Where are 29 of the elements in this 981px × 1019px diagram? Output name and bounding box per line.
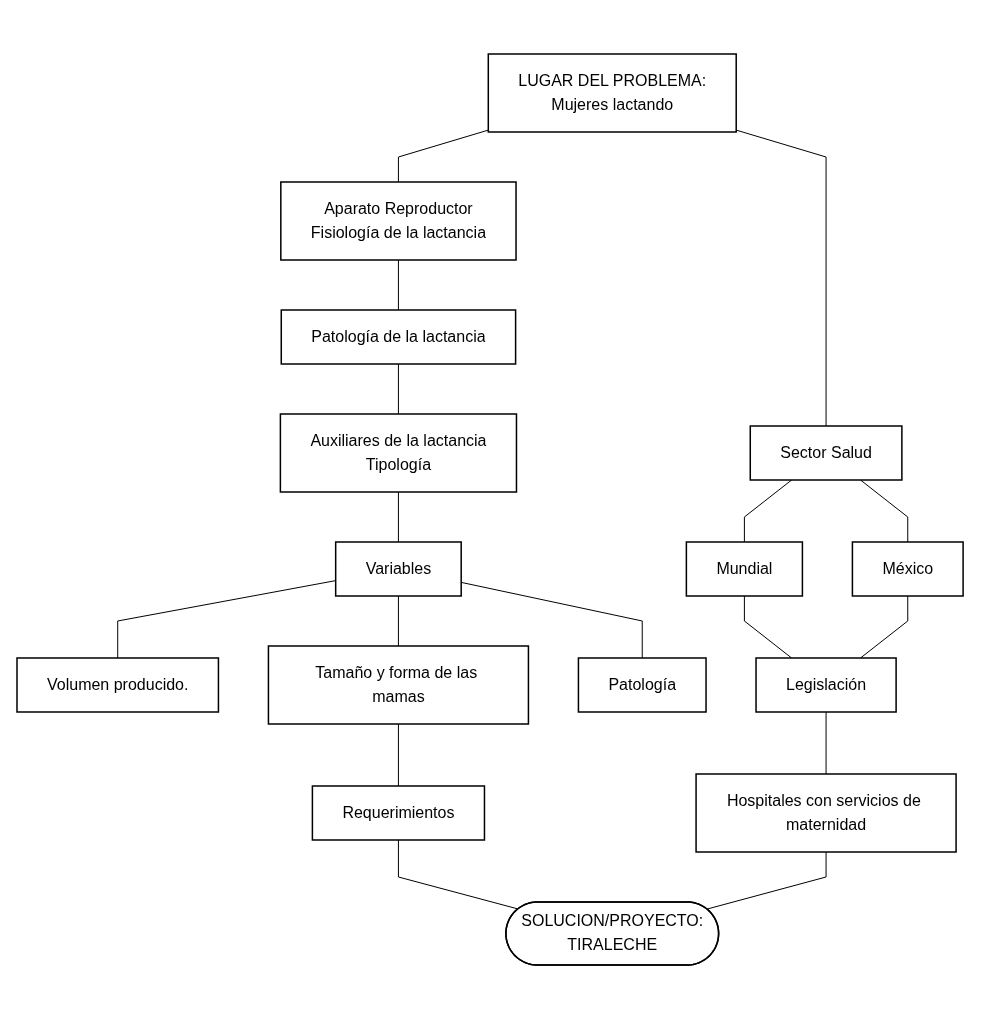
connector (744, 479, 793, 543)
node-box: Variables (335, 541, 463, 597)
connector (398, 595, 400, 647)
connector (461, 581, 644, 659)
node-box: Volumen producido. (16, 657, 220, 713)
connector (736, 129, 827, 427)
node-box: LUGAR DEL PROBLEMA: Mujeres lactando (488, 53, 738, 133)
node-box: Patología (578, 657, 708, 713)
node-box: México (852, 541, 965, 597)
connector (398, 363, 400, 415)
node-box: Patología de la lactancia (280, 309, 517, 365)
connector (117, 580, 337, 659)
node-box: Tamaño y forma de las mamas (268, 645, 530, 725)
node-box: Requerimientos (312, 785, 486, 841)
node-box: Hospitales con servicios de maternidad (695, 773, 958, 853)
connector (860, 595, 909, 659)
connector (860, 479, 909, 543)
connector (398, 491, 400, 543)
connector (398, 259, 400, 311)
connector (826, 711, 827, 775)
connector (398, 723, 400, 787)
connector (706, 851, 827, 910)
connector (398, 129, 490, 183)
node-box: Sector Salud (749, 425, 904, 481)
node-box: Mundial (686, 541, 804, 597)
node-box: Aparato Reproductor Fisiología de la lactancia (280, 181, 518, 261)
connector (744, 595, 793, 659)
node-box: Legislación (755, 657, 898, 713)
node-box: Auxiliares de la lactancia Tipología (280, 413, 518, 493)
